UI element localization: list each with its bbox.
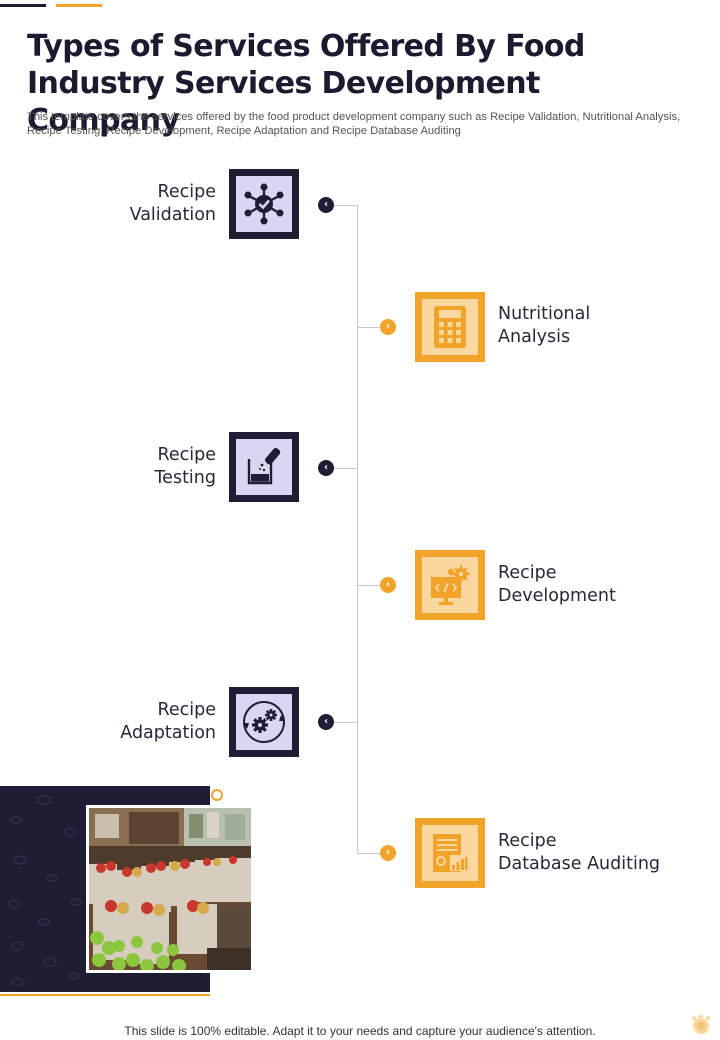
doodle-pattern [7, 795, 82, 986]
network-check-icon [244, 183, 284, 225]
monitor-code-gear-icon [431, 565, 470, 605]
service-label-line2: Testing [154, 468, 216, 488]
service-label-line1: Recipe [157, 445, 217, 465]
connector [357, 327, 381, 328]
chevron-right-icon: › [380, 577, 396, 593]
service-label-line1: Recipe [157, 182, 217, 202]
chevron-right-icon: › [380, 319, 396, 335]
service-label-line1: Recipe [498, 563, 557, 583]
page-title: Types of Services Offered By Food Indust… [27, 29, 585, 138]
chevron-left-icon: ‹ [318, 197, 334, 213]
service-label-line2: Analysis [498, 327, 571, 347]
service-icon-box-recipe-testing [229, 432, 299, 502]
connector [333, 468, 357, 469]
market-apples-photo [86, 805, 254, 973]
service-icon-box-recipe-database-auditing [415, 818, 485, 888]
service-icon-box-nutritional-analysis [415, 292, 485, 362]
timeline-line [357, 205, 358, 854]
service-icon-box-recipe-adaptation [229, 687, 299, 757]
service-label-recipe-testing: Recipe Testing [96, 444, 216, 490]
market-photo-image [89, 808, 251, 970]
service-icon-box-recipe-development [415, 550, 485, 620]
top-accent-gold [56, 4, 102, 7]
connector [357, 853, 381, 854]
photo-underline [0, 994, 210, 996]
service-icon-box-recipe-validation [229, 169, 299, 239]
page-subtitle: This template covers the services offere… [27, 111, 681, 137]
service-label-line2: Database Auditing [498, 854, 661, 874]
test-tube-beaker-icon [247, 447, 281, 485]
chevron-right-icon: › [380, 845, 396, 861]
calculator-icon [434, 306, 466, 348]
connector [357, 585, 381, 586]
service-label-line1: Nutritional [498, 304, 591, 324]
service-label-recipe-validation: Recipe Validation [96, 181, 216, 227]
photo-ring-accent [211, 789, 223, 801]
service-label-recipe-database-auditing: Recipe Database Auditing [498, 830, 708, 876]
service-label-recipe-adaptation: Recipe Adaptation [96, 699, 216, 745]
brand-logo-icon [690, 1014, 712, 1036]
service-label-line2: Adaptation [120, 723, 216, 743]
footer-note: This slide is 100% editable. Adapt it to… [124, 1024, 596, 1038]
service-label-line1: Recipe [498, 831, 557, 851]
service-label-line2: Development [498, 586, 616, 606]
service-label-line2: Validation [129, 205, 216, 225]
service-label-line1: Recipe [157, 700, 217, 720]
service-label-nutritional-analysis: Nutritional Analysis [498, 303, 698, 349]
gears-cycle-icon [243, 701, 285, 743]
chevron-left-icon: ‹ [318, 714, 334, 730]
top-accent-dark [0, 4, 46, 7]
report-chart-icon [433, 834, 468, 872]
chevron-left-icon: ‹ [318, 460, 334, 476]
service-label-recipe-development: Recipe Development [498, 562, 698, 608]
connector [333, 205, 357, 206]
connector [333, 722, 357, 723]
